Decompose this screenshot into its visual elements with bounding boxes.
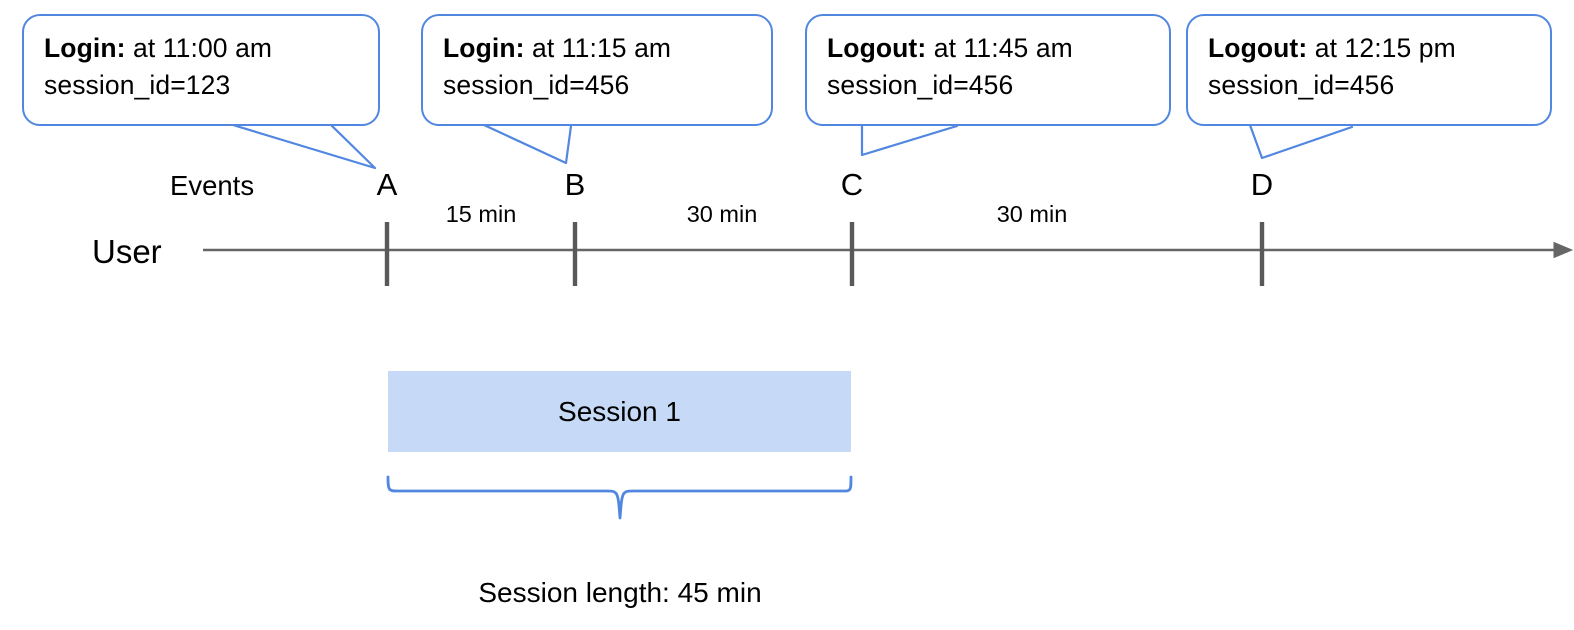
callout-tail-b bbox=[482, 123, 573, 165]
callout-c-line1: Logout: at 11:45 am bbox=[827, 30, 1151, 67]
callout-a-event: Login: bbox=[44, 33, 126, 63]
gap-label-ab: 15 min bbox=[445, 201, 517, 227]
callout-c[interactable]: Logout: at 11:45 am session_id=456 bbox=[805, 14, 1171, 126]
tick-label-b: B bbox=[564, 167, 586, 202]
callout-tail-d bbox=[1248, 123, 1354, 160]
callout-d[interactable]: Logout: at 12:15 pm session_id=456 bbox=[1186, 14, 1552, 126]
gap-label-cd: 30 min bbox=[996, 201, 1068, 227]
callout-tail-a bbox=[231, 122, 377, 170]
callout-b[interactable]: Login: at 11:15 am session_id=456 bbox=[421, 14, 773, 126]
session-bar[interactable]: Session 1 bbox=[388, 371, 851, 452]
session-brace bbox=[386, 475, 853, 520]
callout-d-line2: session_id=456 bbox=[1208, 70, 1395, 100]
user-row-label: User bbox=[92, 233, 162, 270]
callout-b-event: Login: bbox=[443, 33, 525, 63]
tick-label-c: C bbox=[840, 167, 864, 202]
events-row-label: Events bbox=[170, 170, 255, 201]
callout-tail-c bbox=[860, 122, 959, 157]
callout-b-line2: session_id=456 bbox=[443, 70, 630, 100]
gap-label-bc: 30 min bbox=[686, 201, 758, 227]
session-length-caption: Session length: 45 min bbox=[478, 577, 762, 608]
callout-a-line2: session_id=123 bbox=[44, 70, 231, 100]
callout-d-time: at 12:15 pm bbox=[1307, 33, 1456, 63]
callout-c-event: Logout: bbox=[827, 33, 927, 63]
callout-a[interactable]: Login: at 11:00 am session_id=123 bbox=[22, 14, 380, 126]
tick-label-a: A bbox=[376, 167, 398, 202]
callout-c-time: at 11:45 am bbox=[926, 33, 1073, 63]
callout-b-line1: Login: at 11:15 am bbox=[443, 30, 753, 67]
callout-d-event: Logout: bbox=[1208, 33, 1308, 63]
callout-b-time: at 11:15 am bbox=[524, 33, 672, 63]
callout-a-time: at 11:00 am bbox=[125, 33, 273, 63]
callout-a-line1: Login: at 11:00 am bbox=[44, 30, 360, 67]
tick-label-d: D bbox=[1250, 167, 1274, 202]
callout-d-line1: Logout: at 12:15 pm bbox=[1208, 30, 1532, 67]
session-bar-label: Session 1 bbox=[558, 395, 681, 427]
callout-c-line2: session_id=456 bbox=[827, 70, 1014, 100]
